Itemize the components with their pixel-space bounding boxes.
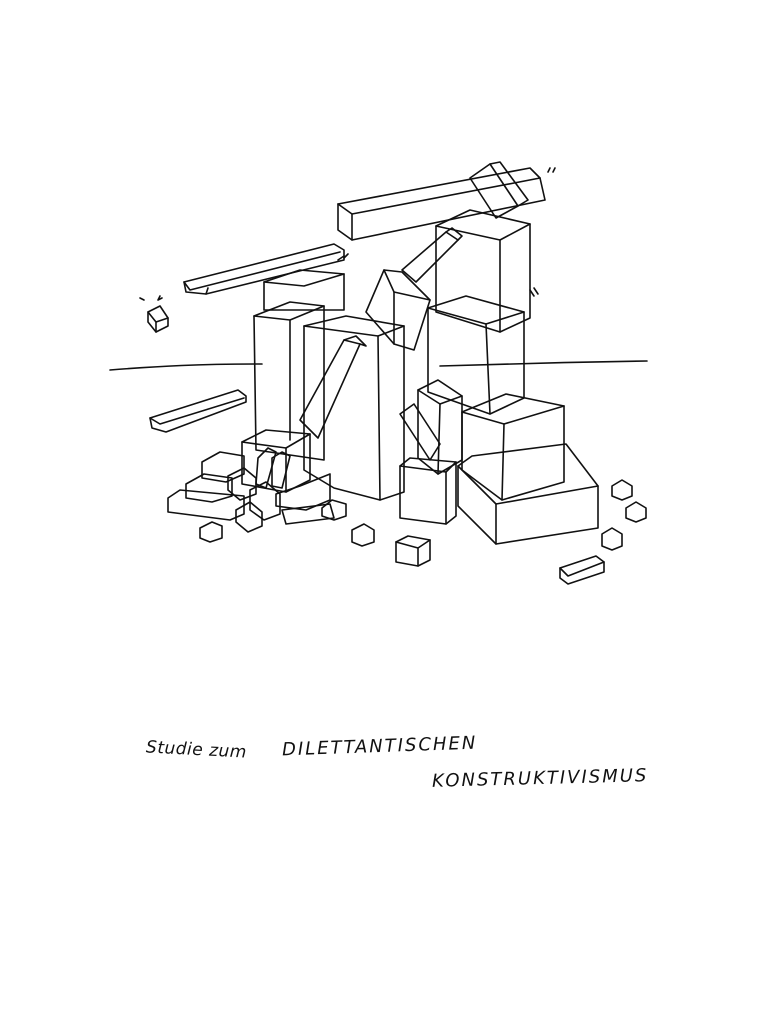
upper-right-cube [435, 209, 531, 333]
scattered-pieces [351, 479, 647, 585]
lower-plank [149, 389, 247, 433]
center-front-cube [399, 457, 457, 525]
top-plank [469, 161, 529, 219]
diagonal-block [365, 269, 431, 351]
motion-marks [337, 253, 539, 297]
rubble-pile-left [167, 429, 347, 543]
floating-plank [183, 243, 345, 295]
leaning-plank [299, 335, 367, 439]
horizon-line [109, 360, 648, 371]
tall-column-left [253, 301, 325, 461]
right-base-box [457, 443, 599, 545]
tall-column-center [303, 315, 405, 501]
back-box [263, 269, 345, 311]
tilted-beam [401, 227, 463, 283]
falling-cube [139, 295, 169, 333]
